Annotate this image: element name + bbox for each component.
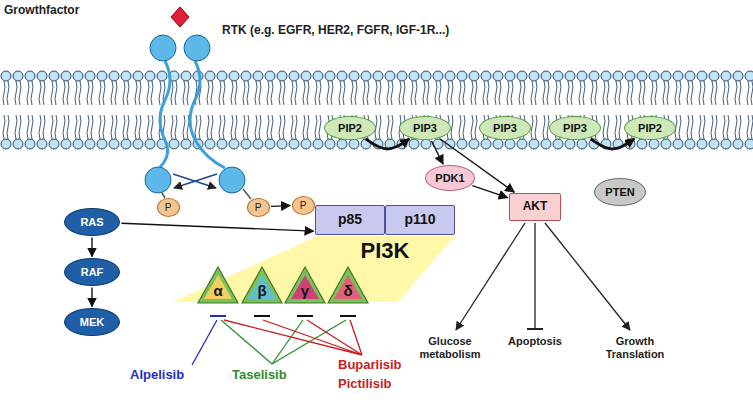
connector-arrow: [366, 139, 410, 149]
outcome-label: Glucose metabolism: [405, 335, 495, 360]
node-text: PIP2: [638, 122, 662, 134]
connector-arrow: [91, 288, 92, 307]
node-text: P: [300, 200, 307, 211]
kinase-oval: RAF: [64, 258, 120, 286]
inhibition-bar: [210, 315, 226, 317]
receptor-stem: [160, 61, 170, 167]
transphosphorylation-arrow: [174, 174, 217, 188]
drug-line: [224, 320, 362, 355]
kinase-oval: MEK: [64, 308, 120, 336]
subunit-box: p110: [385, 205, 455, 235]
lipid-oval: PIP3: [549, 116, 601, 140]
connector-arrow: [432, 141, 444, 164]
node-text: P: [165, 202, 172, 213]
output-arrow: [545, 223, 630, 330]
kinase-box: AKT: [509, 193, 561, 221]
membrane-bilayer: [0, 70, 753, 150]
node-text: RAF: [81, 266, 104, 278]
transphosphorylation-arrow: [173, 174, 216, 188]
receptor-domain: [184, 35, 210, 61]
node-text: AKT: [523, 200, 548, 213]
drug-name: Alpelisib: [130, 368, 184, 383]
triangle-outer: [328, 267, 368, 303]
drug-name: Pictilisib: [338, 377, 391, 392]
node-text: δ: [343, 283, 352, 300]
triangle-inner: [334, 275, 362, 299]
isoform-triangle: α: [197, 266, 239, 304]
enzyme-oval: PDK1: [425, 165, 475, 191]
outcome-label: Apoptosis: [495, 335, 575, 348]
drug-name: Buparlisib: [338, 358, 402, 373]
lipid-oval: PIP3: [399, 116, 451, 140]
lipid-oval: PIP2: [324, 116, 376, 140]
isoform-shading: [172, 236, 455, 302]
subunit-box: p85: [315, 205, 385, 235]
node-text: PIP3: [493, 122, 517, 134]
inhibition-line: [534, 223, 535, 329]
node-text: PDK1: [435, 172, 464, 184]
triangle-outer: [242, 267, 282, 303]
connector-arrow: [591, 139, 635, 149]
node-text: β: [257, 283, 266, 300]
node-text: p110: [404, 212, 435, 227]
phospho-link: [243, 189, 251, 199]
triangle-inner: [204, 275, 232, 299]
isoform-triangle: β: [241, 266, 283, 304]
lipid-oval: PIP2: [624, 116, 676, 140]
outcome-label: Growth Translation: [595, 335, 675, 360]
receptor-label: RTK (e.g. EGFR, HER2, FGFR, IGF-1R...): [222, 24, 449, 38]
triangle-inner: [291, 275, 319, 299]
inhibition-bar: [527, 328, 543, 330]
phosphatase-oval: PTEN: [594, 178, 646, 206]
node-text: PIP2: [338, 122, 362, 134]
phosphate-circle: P: [157, 198, 180, 217]
node-text: γ: [301, 283, 309, 300]
node-text: RAS: [80, 216, 103, 228]
node-text: P: [255, 202, 262, 213]
inhibition-bar: [254, 315, 270, 317]
node-text: α: [213, 283, 222, 300]
receptor-stem: [190, 61, 225, 168]
node-text: PTEN: [605, 186, 634, 198]
triangle-outer: [198, 267, 238, 303]
inhibition-bar: [297, 315, 313, 317]
receptor-domain: [150, 35, 176, 61]
phospho-link: [162, 193, 165, 198]
connector-arrow: [271, 205, 290, 207]
connector-arrow: [121, 223, 313, 231]
kinase-domain: [145, 167, 171, 193]
connector-arrow: [91, 238, 92, 257]
triangle-inner: [248, 275, 276, 299]
lipid-oval: PIP3: [479, 116, 531, 140]
kinase-domain: [219, 167, 245, 193]
drug-name: Taselisib: [232, 368, 287, 383]
output-arrow: [456, 223, 525, 330]
node-text: p85: [338, 212, 362, 227]
node-text: PIP3: [563, 122, 587, 134]
ligand-label: Growthfactor: [4, 4, 79, 18]
node-text: PIP3: [413, 122, 437, 134]
node-text: MEK: [80, 316, 104, 328]
triangle-outer: [285, 267, 325, 303]
drug-line: [192, 320, 217, 365]
phosphate-circle: P: [247, 198, 270, 217]
connector-arrow: [472, 186, 507, 198]
phosphate-circle: P: [292, 196, 315, 215]
isoform-triangle: γ: [284, 266, 326, 304]
growth-factor-diamond: [171, 7, 189, 27]
isoform-triangle: δ: [327, 266, 369, 304]
drug-target-lines: [192, 320, 362, 365]
inhibition-bar: [340, 315, 356, 317]
kinase-oval: RAS: [64, 208, 120, 236]
complex-label: PI3K: [345, 238, 425, 263]
